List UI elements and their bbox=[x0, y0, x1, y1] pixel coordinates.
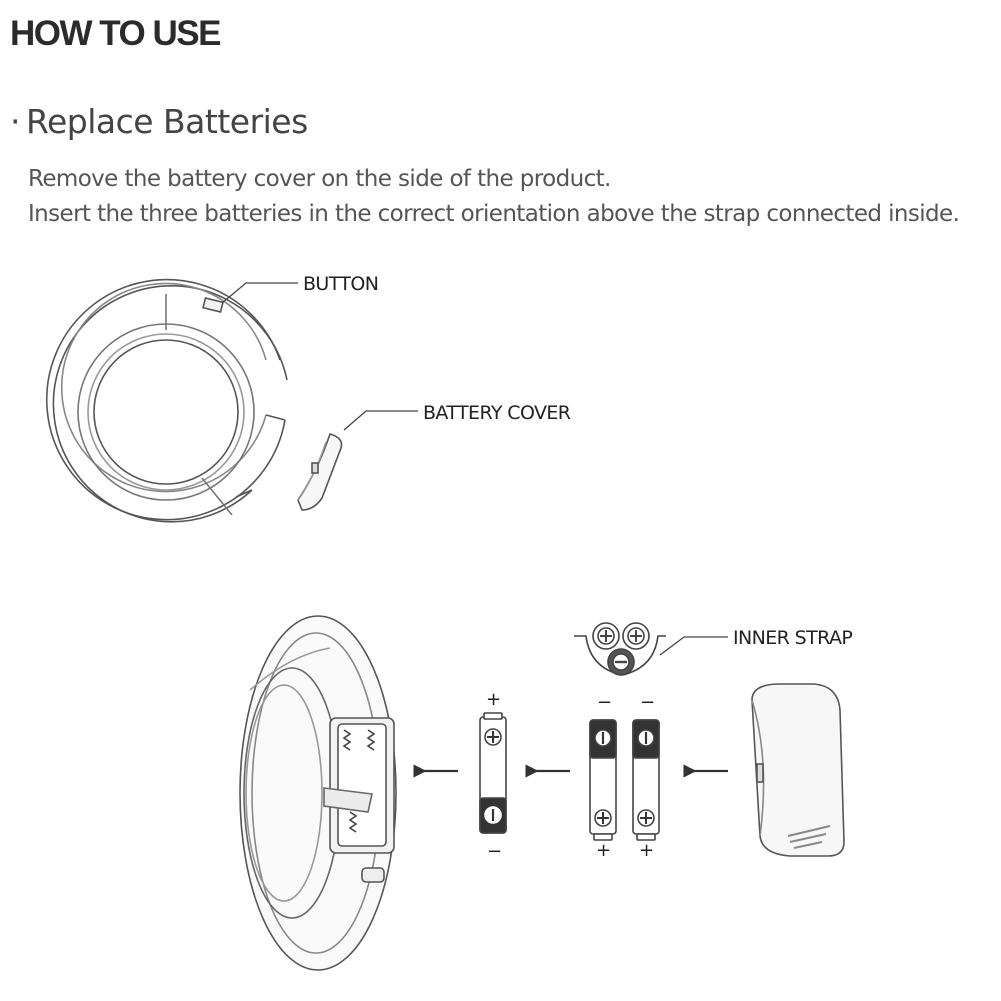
ring-outer bbox=[45, 278, 286, 521]
button-leader bbox=[221, 282, 298, 304]
instruction-line-2: Insert the three batteries in the correc… bbox=[28, 201, 960, 227]
polarity-plus-pair-2: + bbox=[639, 840, 654, 861]
section-heading: ·Replace Batteries bbox=[10, 102, 308, 141]
battery-single bbox=[479, 712, 507, 834]
page-title: HOW TO USE bbox=[10, 14, 221, 53]
section-heading-text: Replace Batteries bbox=[26, 102, 308, 141]
polarity-minus-single: − bbox=[487, 841, 502, 862]
inner-strap-leader bbox=[659, 636, 728, 656]
cover-leader bbox=[343, 410, 418, 431]
polarity-minus-pair-2: − bbox=[640, 692, 655, 713]
ring-diagram bbox=[45, 278, 418, 523]
ring-inner bbox=[93, 339, 239, 485]
label-inner-strap: INNER STRAP bbox=[733, 627, 853, 649]
ring-button bbox=[202, 297, 224, 313]
loose-battery-cover bbox=[751, 683, 845, 857]
instruction-line-1: Remove the battery cover on the side of … bbox=[28, 166, 611, 192]
label-button: BUTTON bbox=[303, 273, 379, 295]
battery-pair bbox=[589, 719, 660, 841]
polarity-minus-pair-1: − bbox=[597, 692, 612, 713]
polarity-plus-pair-1: + bbox=[596, 840, 611, 861]
battery-orientation-detail bbox=[574, 622, 728, 676]
bullet-point: · bbox=[10, 102, 21, 141]
label-battery-cover: BATTERY COVER bbox=[423, 402, 571, 424]
ring-outer-edge bbox=[52, 284, 288, 523]
ring-side-view bbox=[239, 615, 397, 971]
polarity-plus-single: + bbox=[486, 689, 501, 710]
